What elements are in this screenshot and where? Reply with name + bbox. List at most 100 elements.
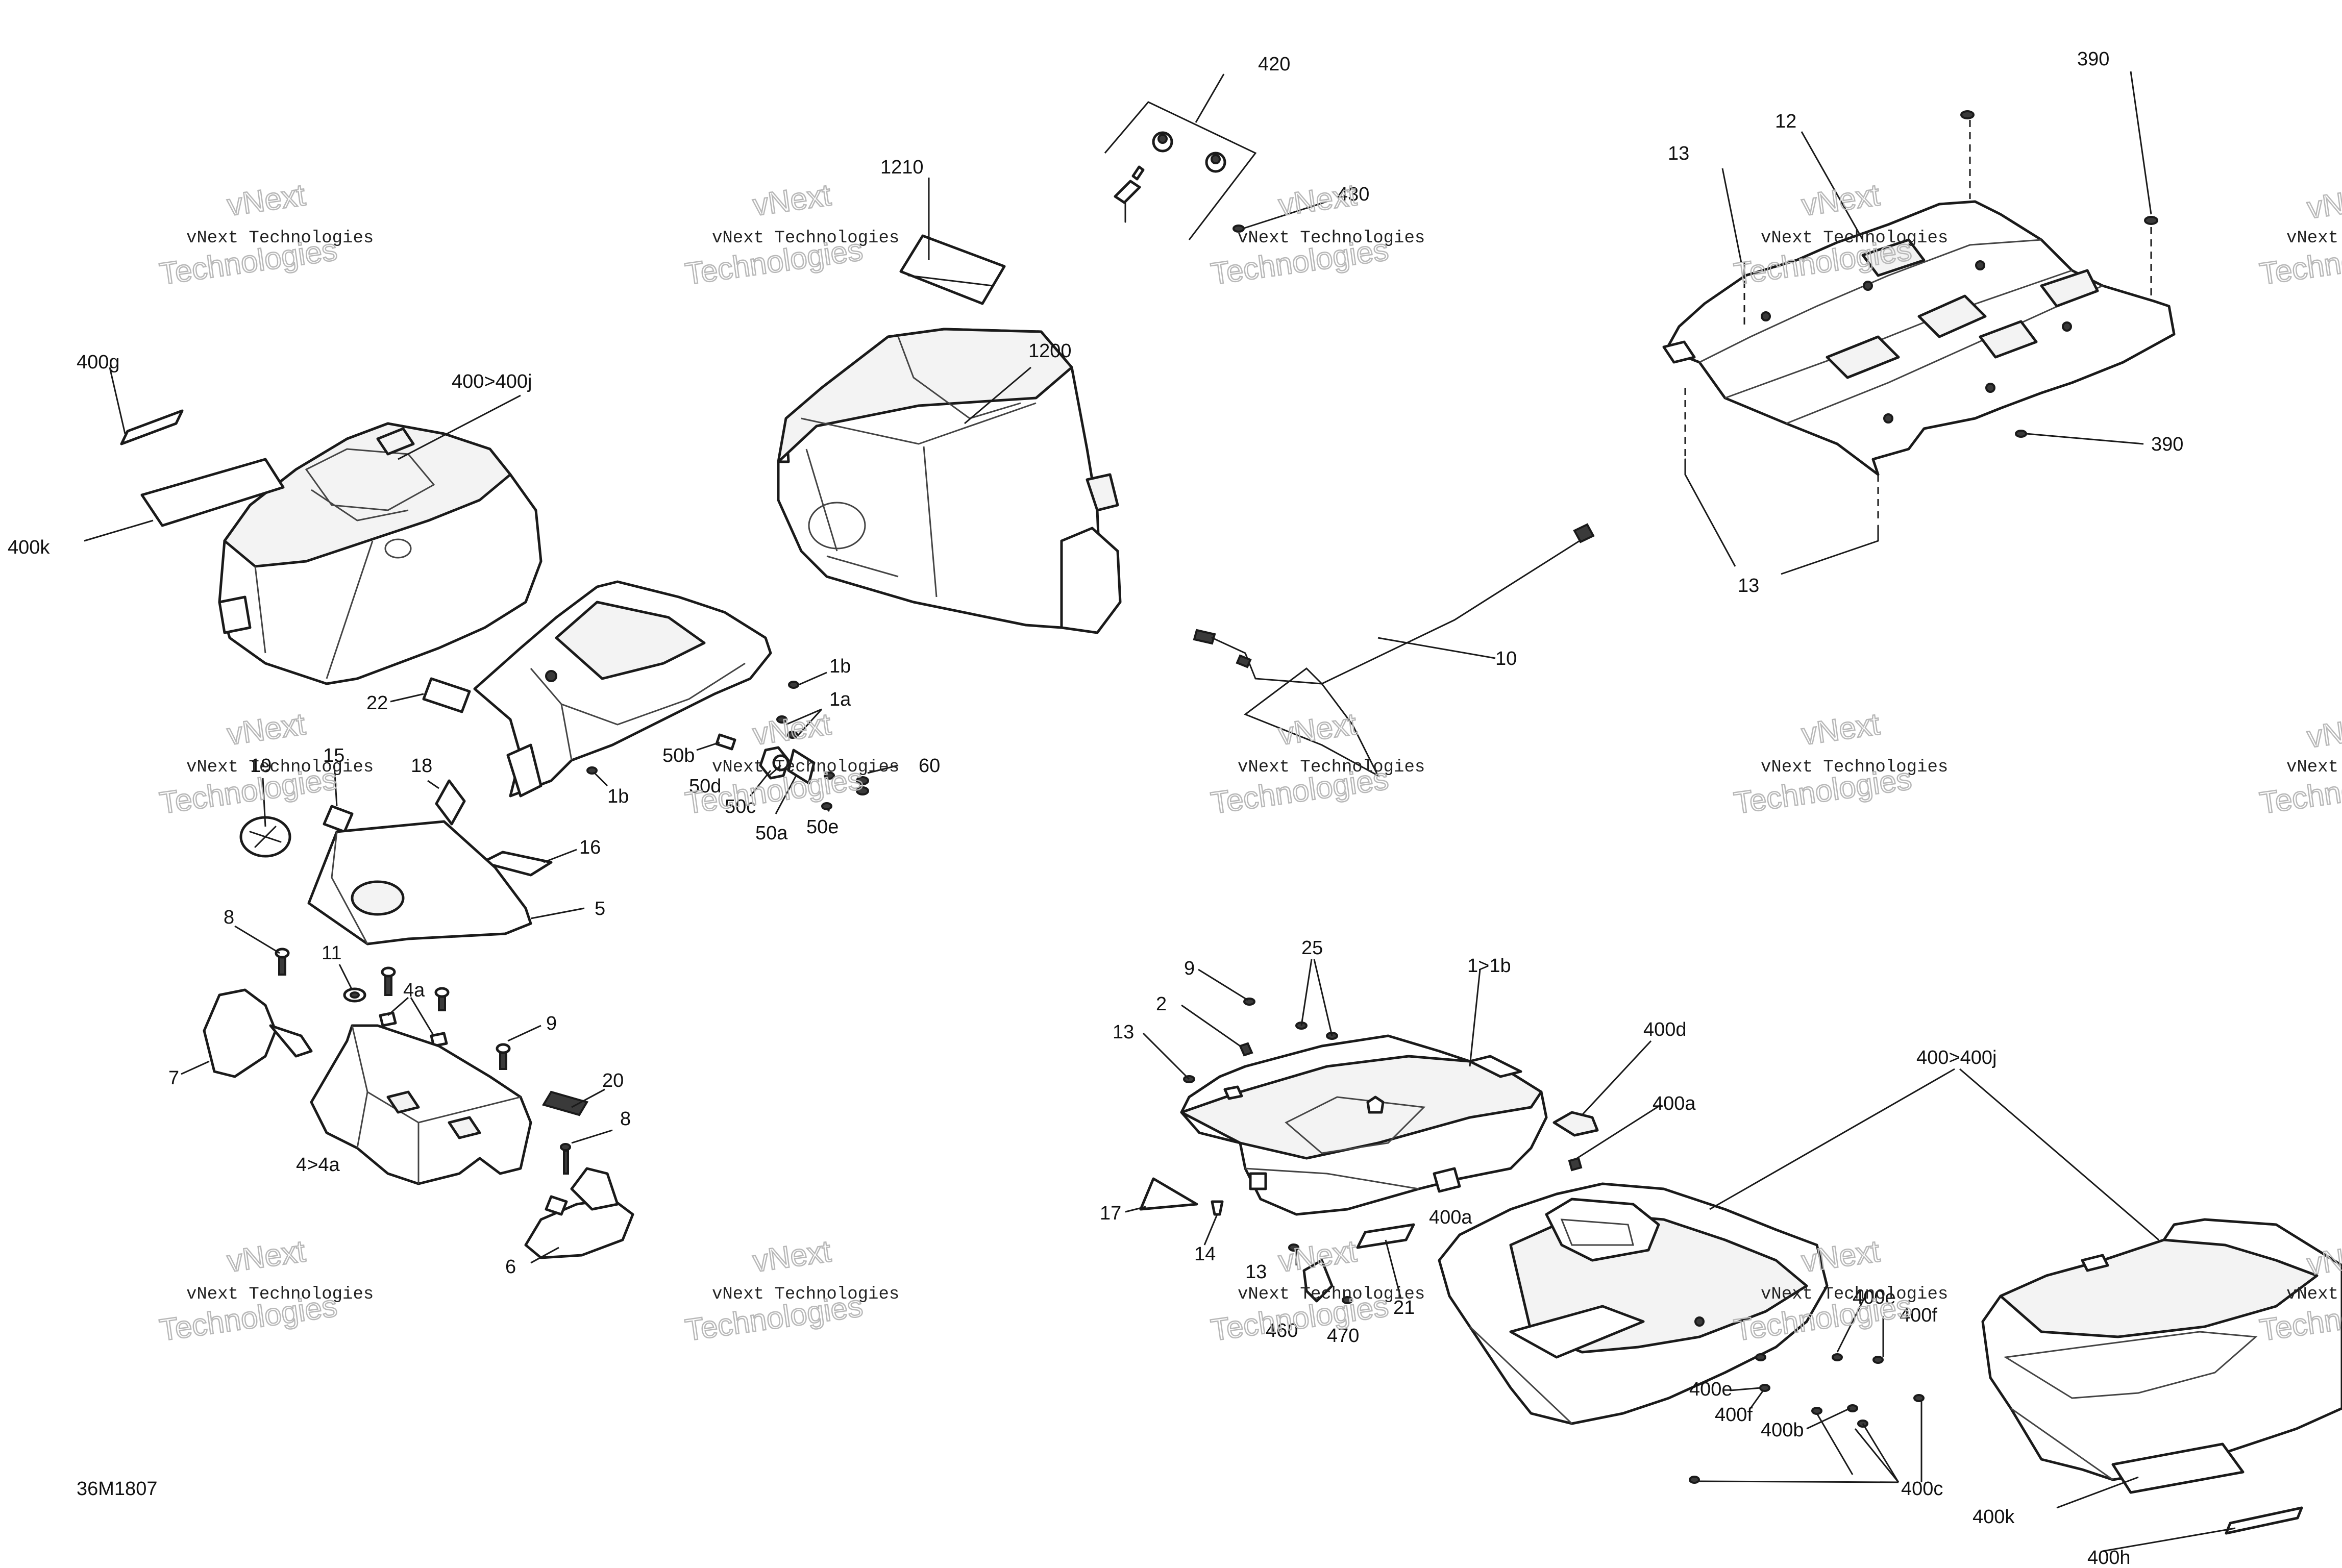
svg-text:vNext: vNext: [225, 178, 308, 222]
part-bracket-4: [310, 1024, 532, 1185]
callout-400k-top: 400k: [8, 537, 50, 558]
svg-text:vNext Technologies: vNext Technologies: [1761, 758, 1948, 777]
part-storage-box-left: [218, 422, 543, 685]
callout-4-4a: 4>4a: [296, 1154, 340, 1176]
part-latch-cover-6: [524, 1143, 634, 1259]
svg-text:vNext: vNext: [225, 1234, 308, 1279]
callout-4a: 4a: [403, 980, 425, 1001]
callout-1210: 1210: [880, 157, 924, 178]
part-lock-hardware: [586, 681, 869, 810]
callout-470: 470: [1327, 1325, 1359, 1347]
callout-8-top: 8: [224, 907, 234, 928]
callout-390-right: 390: [2151, 434, 2183, 455]
callout-9-left: 9: [546, 1013, 557, 1034]
callout-430: 430: [1337, 184, 1369, 205]
callout-1200: 1200: [1028, 340, 1072, 362]
callout-50b: 50b: [662, 745, 695, 766]
svg-text:vNext Technologies: vNext Technologies: [1238, 1285, 1425, 1304]
part-decal-15: [323, 805, 354, 833]
svg-text:vNext Technologies: vNext Technologies: [1761, 1285, 1948, 1304]
svg-text:vNext Technologies: vNext Technologies: [1238, 758, 1425, 777]
svg-text:vNext Technologies: vNext Technologies: [1761, 229, 1948, 248]
callout-11: 11: [322, 942, 341, 964]
svg-text:vNext: vNext: [1276, 1234, 1359, 1279]
svg-text:vNext Technologies: vNext Technologies: [712, 758, 899, 777]
svg-text:vNext: vNext: [1799, 707, 1882, 752]
callout-400c: 400c: [1901, 1478, 1943, 1500]
watermark-7: vNext Technologies vNext Technologies: [682, 706, 899, 821]
drawing-number: 36M1807: [77, 1478, 157, 1500]
callout-25: 25: [1301, 937, 1323, 959]
callout-400f-right: 400f: [1900, 1305, 1937, 1326]
part-lock-key-set: [1104, 101, 1257, 240]
svg-text:vNext: vNext: [751, 1234, 833, 1279]
watermark-10: vNext Technologies vNext Technologies: [2257, 709, 2342, 820]
watermark-5: vNext Technologies vNext Technologies: [2257, 180, 2342, 291]
svg-text:vNext Technologies: vNext Technologies: [186, 1285, 374, 1304]
svg-text:vNext Technologies: vNext Technologies: [2286, 758, 2342, 777]
svg-text:vNext Technologies: vNext Technologies: [712, 1285, 899, 1304]
part-storage-cover-1200: [777, 328, 1122, 634]
part-panel-400k-top: [140, 458, 285, 527]
svg-text:vNext Technologies: vNext Technologies: [2286, 1285, 2342, 1304]
callout-13-bottom: 13: [1738, 575, 1759, 596]
callout-400-400j-bottom: 400>400j: [1916, 1047, 1996, 1068]
part-strip-400h: [2225, 1506, 2303, 1535]
callout-8-bottom: 8: [620, 1108, 631, 1130]
part-panel-400k-bottom: [2111, 1442, 2245, 1494]
callout-15: 15: [323, 745, 344, 766]
part-decal-16: [481, 851, 553, 877]
callout-390-top: 390: [2077, 48, 2109, 70]
callout-6: 6: [505, 1256, 516, 1278]
callout-400e-right: 400e: [1853, 1287, 1896, 1308]
svg-text:vNext Technologies: vNext Technologies: [712, 229, 899, 248]
svg-text:vNext Technologies: vNext Technologies: [186, 229, 374, 248]
watermark-9: vNext Technologies vNext Technologies: [1731, 706, 1948, 821]
part-storage-box-lower-open: [1438, 1182, 1925, 1484]
watermark-13: vNext Technologies vNext Technologies: [1208, 1233, 1425, 1348]
callout-14: 14: [1194, 1243, 1216, 1265]
callout-20: 20: [602, 1070, 624, 1091]
callout-400-400j-top: 400>400j: [452, 371, 532, 392]
watermark-6: vNext Technologies vNext Technologies: [157, 706, 374, 821]
callout-400d: 400d: [1643, 1019, 1687, 1040]
part-decal-400g: [120, 409, 184, 445]
callout-17: 17: [1100, 1203, 1121, 1224]
part-storage-box-lower-closed: [1981, 1218, 2342, 1481]
callout-400f-left: 400f: [1715, 1404, 1753, 1426]
callout-22: 22: [366, 692, 388, 714]
svg-text:vNext: vNext: [1799, 178, 1882, 222]
svg-text:vNext: vNext: [751, 178, 833, 222]
callout-50d: 50d: [689, 776, 721, 797]
part-decal-17: [1139, 1177, 1198, 1211]
part-clip-20: [541, 1090, 589, 1116]
svg-text:vNext: vNext: [1276, 707, 1359, 752]
svg-text:vNext Technologies: vNext Technologies: [1238, 229, 1425, 248]
callout-5: 5: [595, 898, 605, 919]
callout-13-center: 13: [1113, 1022, 1134, 1043]
part-knob-400d: [1552, 1111, 1599, 1172]
callout-400h: 400h: [2087, 1547, 2131, 1568]
part-cover-plate-5: [307, 820, 532, 945]
callout-12: 12: [1775, 111, 1796, 132]
svg-text:vNext Technologies: vNext Technologies: [2286, 229, 2342, 248]
watermark-11: vNext Technologies vNext Technologies: [157, 1233, 374, 1348]
callout-13-lower: 13: [1245, 1261, 1267, 1283]
callout-18: 18: [411, 755, 432, 777]
callout-400k-bottom: 400k: [1973, 1506, 2015, 1528]
callout-7: 7: [168, 1067, 179, 1089]
callout-9-center: 9: [1184, 958, 1195, 979]
part-mount-bracket: [473, 580, 772, 798]
callout-50c: 50c: [725, 796, 756, 817]
svg-text:vNext: vNext: [1276, 178, 1359, 222]
callout-1b-top: 1b: [829, 656, 851, 677]
part-decal-21: [1356, 1223, 1415, 1249]
callout-19: 19: [250, 755, 272, 777]
callout-10: 10: [1495, 648, 1517, 669]
svg-text:vNext: vNext: [2305, 181, 2342, 226]
callout-400a-bottom: 400a: [1429, 1207, 1472, 1228]
callout-21: 21: [1393, 1297, 1415, 1318]
svg-text:vNext: vNext: [751, 707, 833, 752]
leader-lines: [84, 71, 2236, 1552]
